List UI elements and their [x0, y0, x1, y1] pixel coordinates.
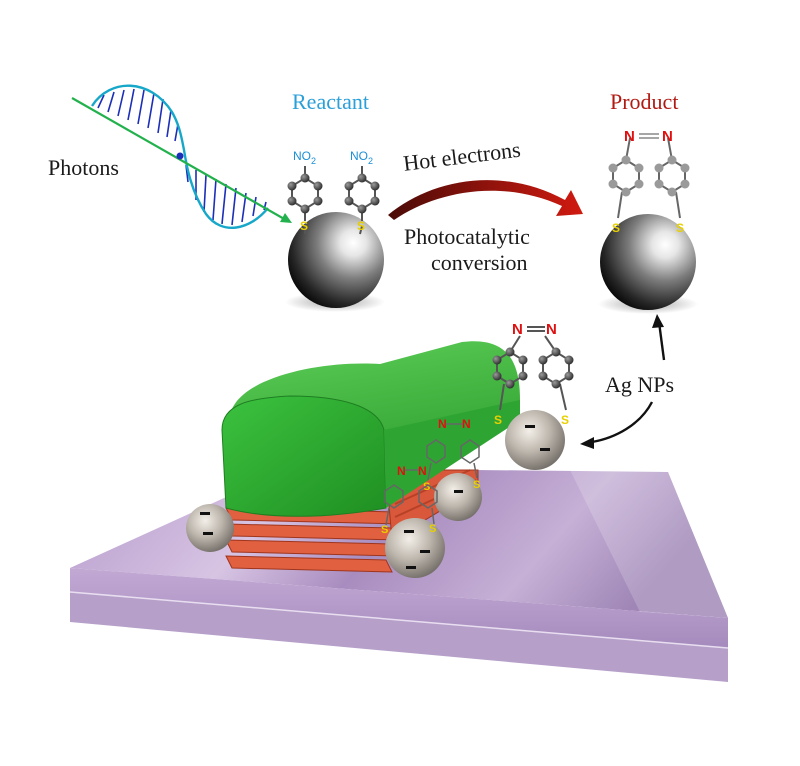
pointer-arrow-up	[652, 314, 666, 361]
reactant-label: Reactant	[292, 89, 369, 114]
em-wave-icon	[71, 84, 292, 229]
nitrogen-label: N	[462, 417, 471, 431]
sulfur-label: S	[612, 221, 620, 235]
silver-nanoparticle-icon	[600, 214, 696, 310]
nitrogen-label: N	[624, 128, 635, 145]
ag-nanoparticles	[186, 410, 565, 578]
conversion-label: conversion	[431, 250, 528, 275]
photons-label: Photons	[48, 155, 119, 180]
nitrogen-label: N	[438, 417, 447, 431]
silver-nanoparticle-icon	[288, 212, 384, 308]
sulfur-label: S	[300, 219, 308, 233]
product-nanoparticle: N N S S	[598, 128, 698, 314]
pointer-arrow-curved	[580, 401, 654, 449]
nitro-label: NO2	[293, 149, 316, 166]
sulfur-label: S	[561, 413, 569, 427]
photocatalytic-label: Photocatalytic	[404, 224, 530, 249]
sulfur-label: S	[429, 523, 436, 535]
sulfur-label: S	[494, 413, 502, 427]
curved-arrow-icon	[388, 180, 583, 220]
nitrogen-label: N	[512, 321, 523, 338]
product-label: Product	[610, 89, 679, 114]
nitrogen-label: N	[397, 464, 406, 478]
nitrogen-label: N	[546, 321, 557, 338]
nitrogen-label: N	[662, 128, 673, 145]
ag-nps-label: Ag NPs	[605, 372, 675, 397]
sulfur-label: S	[381, 524, 388, 536]
sulfur-label: S	[423, 481, 430, 493]
sulfur-label: S	[676, 221, 684, 235]
sulfur-label: S	[473, 479, 480, 491]
sulfur-label: S	[357, 219, 365, 233]
green-nanowire	[221, 341, 520, 517]
reactant-nanoparticle: S NO2 S NO2	[285, 149, 385, 312]
nitrogen-label: N	[418, 464, 427, 478]
nitro-label: NO2	[350, 149, 373, 166]
azobenzene-molecules: N N S S N N S S N N S S	[381, 321, 574, 536]
